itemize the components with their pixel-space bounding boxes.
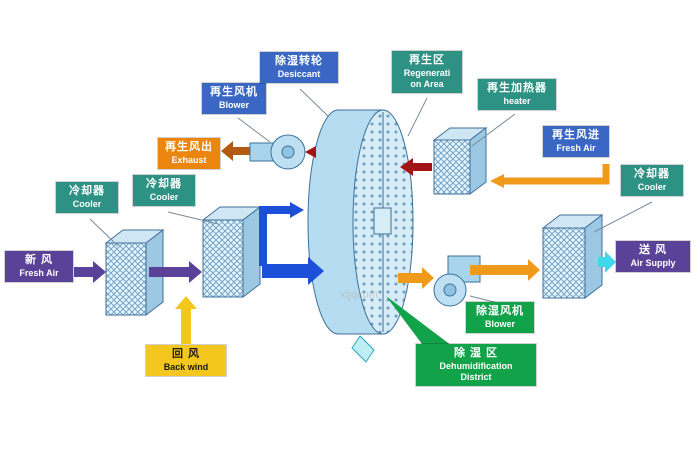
label-back-wind: 回 风 Back wind [146,345,226,376]
desiccant-wheel [307,109,414,335]
wheel-seal-curl-icon [351,335,375,363]
arrow-back-wind-up [175,296,197,344]
label-air-supply: 送 风 Air Supply [616,241,690,272]
arrow-heater-to-wheel [400,158,432,176]
cooler-3-unit [541,213,604,300]
label-dehumidification-district: 除 湿 区 Dehumidification District [416,344,536,387]
regeneration-heater-unit [432,127,488,195]
dehum-district-en2: District [460,372,492,382]
label-fresh-air-inlet: 新 风 Fresh Air [5,251,73,282]
arrow-wheel-to-dehum-blower [398,267,434,289]
cooler-1-unit [104,228,165,317]
regen-blower-zh: 再生风机 [210,86,258,98]
label-desiccant-wheel: 除湿转轮 Desiccant [260,52,338,83]
dehum-blower-zh: 除湿风机 [476,305,524,317]
label-regeneration-area: 再生区 Regenerati on Area [392,51,462,94]
arrow-fresh-air-in [74,261,106,283]
back-wind-en: Back wind [163,361,209,372]
label-regeneration-blower: 再生风机 Blower [202,83,266,114]
heater-en: heater [503,95,531,106]
cooler-2-en: Cooler [149,191,179,202]
label-cooler-3: 冷却器 Cooler [621,165,683,196]
regen-area-en1: Regenerati [403,67,451,78]
arrow-air-supply [598,251,616,273]
regen-area-zh: 再生区 [409,54,445,66]
arrow-exhaust-out [221,141,250,161]
regen-fresh-air-en: Fresh Air [556,142,596,153]
label-connector-lines [89,88,653,304]
cooler-3-en: Cooler [637,181,667,192]
cooler-1-zh: 冷却器 [69,185,105,197]
desiccant-zh: 除湿转轮 [275,55,323,67]
regeneration-blower-symbol [249,134,306,170]
exhaust-zh: 再生风出 [165,141,213,153]
wheel-hub [373,207,392,235]
arrow-regen-fresh-air-path [490,164,610,188]
air-supply-en: Air Supply [630,257,676,268]
label-regeneration-heater: 再生加热器 heater [478,79,556,110]
air-supply-zh: 送 风 [638,244,668,256]
dehumidification-blower-symbol [433,255,481,307]
cooler-2-zh: 冷却器 [146,178,182,190]
arrow-process-air-upper [259,202,304,266]
arrow-process-air-to-wheel [262,257,324,285]
dehum-district-en1: Dehumidification [439,360,513,371]
dehumidification-district-pointer [386,296,460,352]
back-wind-zh: 回 风 [171,348,201,360]
dehum-blower-en: Blower [484,318,515,329]
cooler-3-zh: 冷却器 [634,168,670,180]
arrow-cooler1-to-cooler2 [149,261,202,283]
cooler-2-unit [201,205,262,299]
arrow-wheel-to-blower [305,146,316,158]
label-exhaust: 再生风出 Exhaust [158,138,220,169]
heater-zh: 再生加热器 [487,82,547,94]
label-dehumidification-blower: 除湿风机 Blower [466,302,534,333]
label-regeneration-fresh-air: 再生风进 Fresh Air [543,126,609,157]
label-cooler-2: 冷却器 Cooler [133,175,195,206]
desiccant-en: Desiccant [277,68,321,79]
fresh-air-inlet-en: Fresh Air [19,267,59,278]
cooler-1-en: Cooler [72,198,102,209]
label-cooler-1: 冷却器 Cooler [56,182,118,213]
dehum-district-zh: 除 湿 区 [453,347,499,359]
regen-fresh-air-zh: 再生风进 [552,129,600,141]
arrow-blower-to-cooler3 [470,259,540,281]
exhaust-en: Exhaust [171,154,207,165]
regen-blower-en: Blower [218,99,249,110]
watermark-text: xtjqcom [340,289,378,301]
regen-area-en2: on Area [410,79,444,89]
fresh-air-inlet-zh: 新 风 [24,254,54,266]
